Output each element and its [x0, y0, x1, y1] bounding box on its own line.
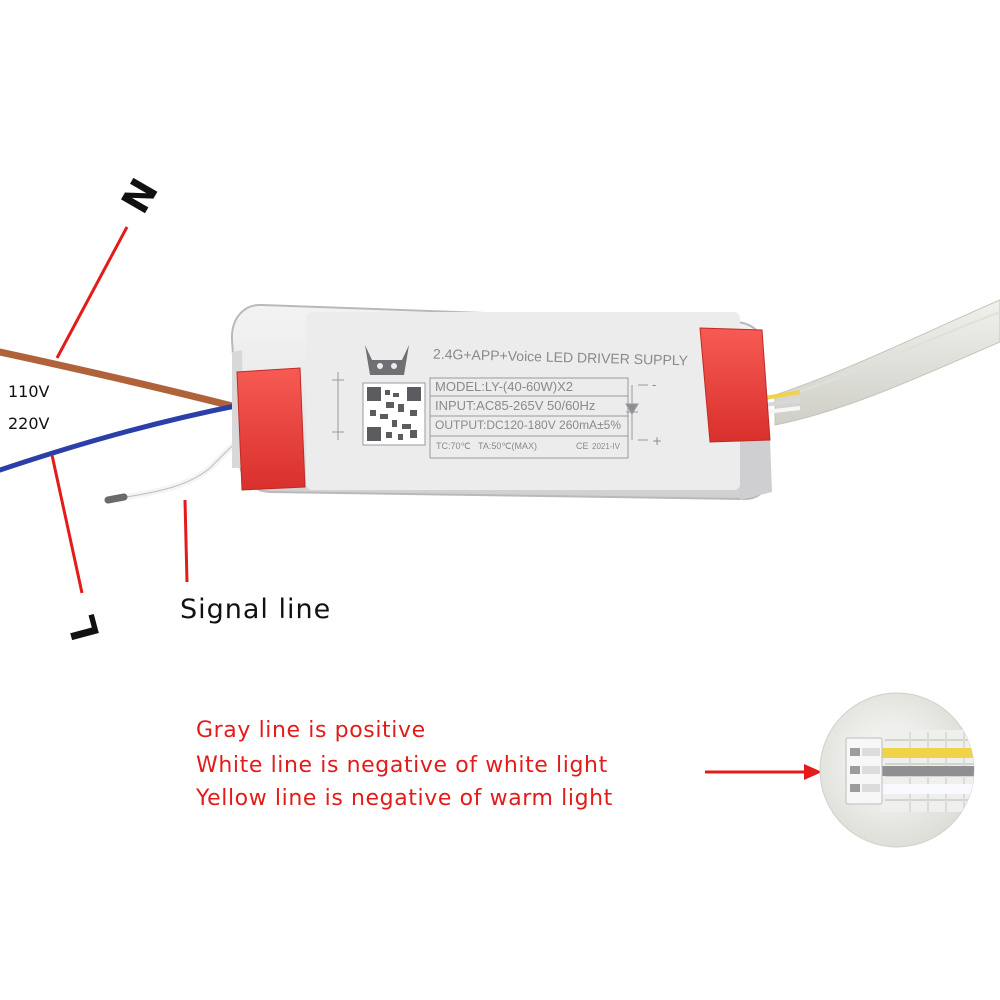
label-model: MODEL:LY-(40-60W)X2: [435, 379, 573, 394]
label-date: 2021-IV: [592, 442, 621, 451]
note-white-line: White line is negative of white light: [196, 753, 608, 778]
connector-arrow-head: [804, 764, 822, 780]
signal-wire-tip: [104, 493, 128, 504]
diode-icon: [625, 403, 639, 415]
wiring-symbol-right-icon: [626, 384, 648, 441]
wiring-symbol-left-icon: [332, 372, 344, 440]
voltage-220-label: 220V: [8, 414, 50, 433]
printed-label: [332, 345, 648, 459]
blue-wire: [0, 402, 243, 473]
cat-logo-icon: [365, 345, 409, 375]
signal-line-label: Signal line: [180, 594, 332, 625]
label-output: OUTPUT:DC120-180V 260mA±5%: [435, 418, 621, 432]
output-cable: [764, 299, 1000, 426]
qr-code-icon: [362, 382, 426, 446]
label-tc: TC:70℃: [436, 441, 471, 451]
white-signal-wire: [117, 437, 243, 501]
label-ta: TA:50℃(MAX): [478, 441, 537, 451]
label-plus: +: [652, 434, 663, 448]
led-driver-unit: [230, 303, 772, 501]
note-gray-line: Gray line is positive: [196, 718, 426, 743]
left-end-cap: [236, 367, 306, 491]
connector-inset: [819, 692, 975, 848]
brown-wire: [0, 348, 244, 412]
label-input: INPUT:AC85-265V 50/60Hz: [435, 398, 596, 413]
signal-pointer-line: [183, 499, 189, 583]
annotation-lines: [50, 226, 808, 774]
note-yellow-line: Yellow line is negative of warm light: [196, 786, 613, 811]
n-pointer-line: [55, 226, 129, 359]
right-end-cap: [699, 327, 771, 443]
voltage-110-label: 110V: [8, 382, 50, 401]
ac-input-wires: [0, 348, 244, 504]
label-minus: -: [652, 378, 657, 392]
label-ce: CE: [576, 441, 589, 451]
l-pointer-line: [50, 454, 84, 594]
